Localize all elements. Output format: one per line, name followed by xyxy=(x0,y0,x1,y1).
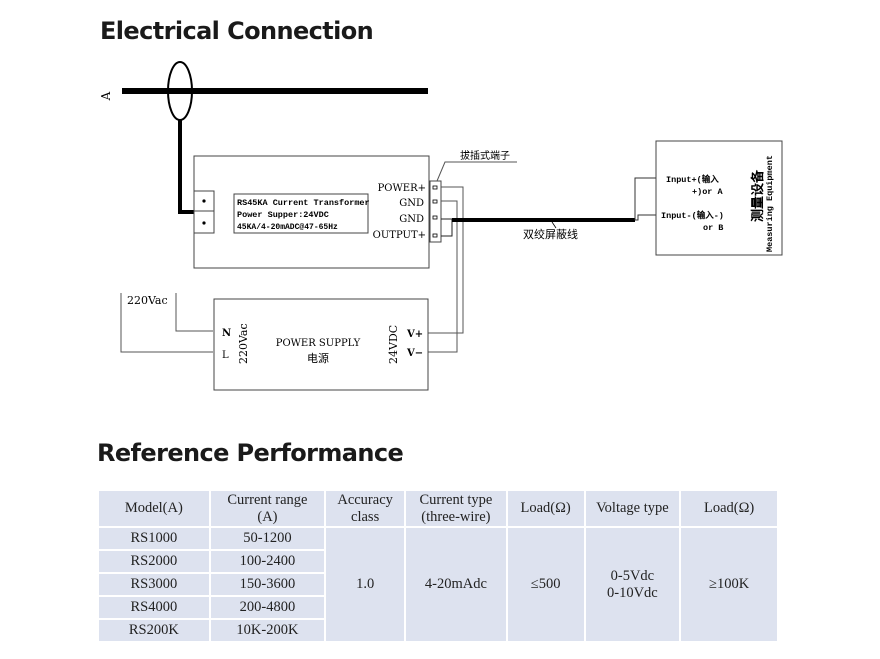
psu-pin-vplus: V+ xyxy=(406,329,423,340)
wire-ac-l xyxy=(120,293,213,353)
terminal-label-power-plus: POWER+ xyxy=(378,183,426,194)
cell-model: RS2000 xyxy=(97,549,211,574)
terminal-label-gnd-2: GND xyxy=(399,214,424,225)
terminal-block xyxy=(429,180,442,243)
equipment-input-minus-line1: Input-(输入-) xyxy=(661,210,724,221)
equipment-input-plus-line1: Input+(输入 xyxy=(666,174,719,185)
psu-input-rating: 220Vac xyxy=(237,323,250,364)
header-current-type: Current type(three-wire) xyxy=(404,489,508,528)
equipment-input-plus-line2: +)or A xyxy=(692,187,724,197)
terminal-pin xyxy=(432,185,438,190)
table-row: RS2000 100-2400 xyxy=(97,549,778,574)
cell-range: 150-3600 xyxy=(208,572,327,597)
cell-current-type: 4-20mAdc xyxy=(404,526,508,643)
header-current-load: Load(Ω) xyxy=(505,489,586,528)
psu-pin-vminus: V− xyxy=(406,348,423,359)
equipment-input-minus-line2: or B xyxy=(703,223,723,233)
psu-pin-l: L xyxy=(222,350,229,361)
terminal-block-leader xyxy=(436,161,517,182)
transformer-label-box xyxy=(233,193,369,234)
terminal-pin xyxy=(432,199,438,204)
terminal-dot xyxy=(202,221,206,225)
wire-ac-n xyxy=(175,293,213,332)
terminal-label-output-plus: OUTPUT+ xyxy=(373,230,426,241)
wiring-diagram: A RS45KA Current Transformer Power Suppe… xyxy=(99,61,783,391)
psu-title: POWER SUPPLY xyxy=(276,338,361,349)
psu-pin-n: N xyxy=(222,328,231,339)
ct-lead-wire xyxy=(178,120,196,214)
cable-label: 双绞屏蔽线 xyxy=(523,227,578,241)
equipment-box xyxy=(655,140,783,256)
cable-label-leader xyxy=(551,221,557,229)
header-voltage-type: Voltage type xyxy=(583,489,682,528)
psu-title-cn: 电源 xyxy=(307,351,329,365)
cell-accuracy: 1.0 xyxy=(324,526,407,643)
cell-range: 10K-200K xyxy=(208,618,327,643)
terminal-block-label: 拔插式端子 xyxy=(460,149,510,162)
cell-model: RS200K xyxy=(97,618,211,643)
table-row: RS4000 200-4800 xyxy=(97,595,778,620)
table-row: RS200K 10K-200K xyxy=(97,618,778,643)
wire-output-loop xyxy=(441,218,453,237)
cell-voltage-load: ≥100K xyxy=(679,526,779,643)
power-supply-box xyxy=(213,298,429,391)
section-title-electrical-connection: Electrical Connection xyxy=(100,17,374,45)
equipment-title-cn: 测量设备 xyxy=(750,169,766,222)
cell-range: 200-4800 xyxy=(208,595,327,620)
psu-output-rating: 24VDC xyxy=(387,325,400,364)
wire-power-plus xyxy=(428,186,464,334)
bus-label: A xyxy=(99,91,113,101)
header-voltage-load: Load(Ω) xyxy=(679,489,779,528)
bus-bar xyxy=(122,88,428,94)
wire-to-input-plus xyxy=(634,177,656,220)
cell-range: 50-1200 xyxy=(208,526,327,551)
terminal-pin xyxy=(432,233,438,238)
cell-model: RS1000 xyxy=(97,526,211,551)
terminal-dot xyxy=(202,199,206,203)
terminal-pin xyxy=(432,215,438,220)
cell-model: RS4000 xyxy=(97,595,211,620)
table-row: RS3000 150-3600 xyxy=(97,572,778,597)
transformer-label-line3: 45KA/4-20mADC@47-65Hz xyxy=(237,223,338,232)
terminal-label-gnd-1: GND xyxy=(399,198,424,209)
transformer-label-line2: Power Supper:24VDC xyxy=(237,210,329,220)
ac-input-label: 220Vac xyxy=(127,294,168,307)
equipment-title-en: Measuring Equipment xyxy=(765,155,775,252)
header-current-range: Current range(A) xyxy=(208,489,327,528)
header-model: Model(A) xyxy=(97,489,211,528)
wire-to-input-minus xyxy=(635,214,656,221)
wire-gnd xyxy=(428,200,458,353)
cell-model: RS3000 xyxy=(97,572,211,597)
cell-current-load: ≤500 xyxy=(505,526,586,643)
section-title-reference-performance: Reference Performance xyxy=(97,439,404,467)
shielded-cable xyxy=(452,218,635,222)
cell-range: 100-2400 xyxy=(208,549,327,574)
transformer-label-line1: RS45KA Current Transformer xyxy=(237,198,370,208)
